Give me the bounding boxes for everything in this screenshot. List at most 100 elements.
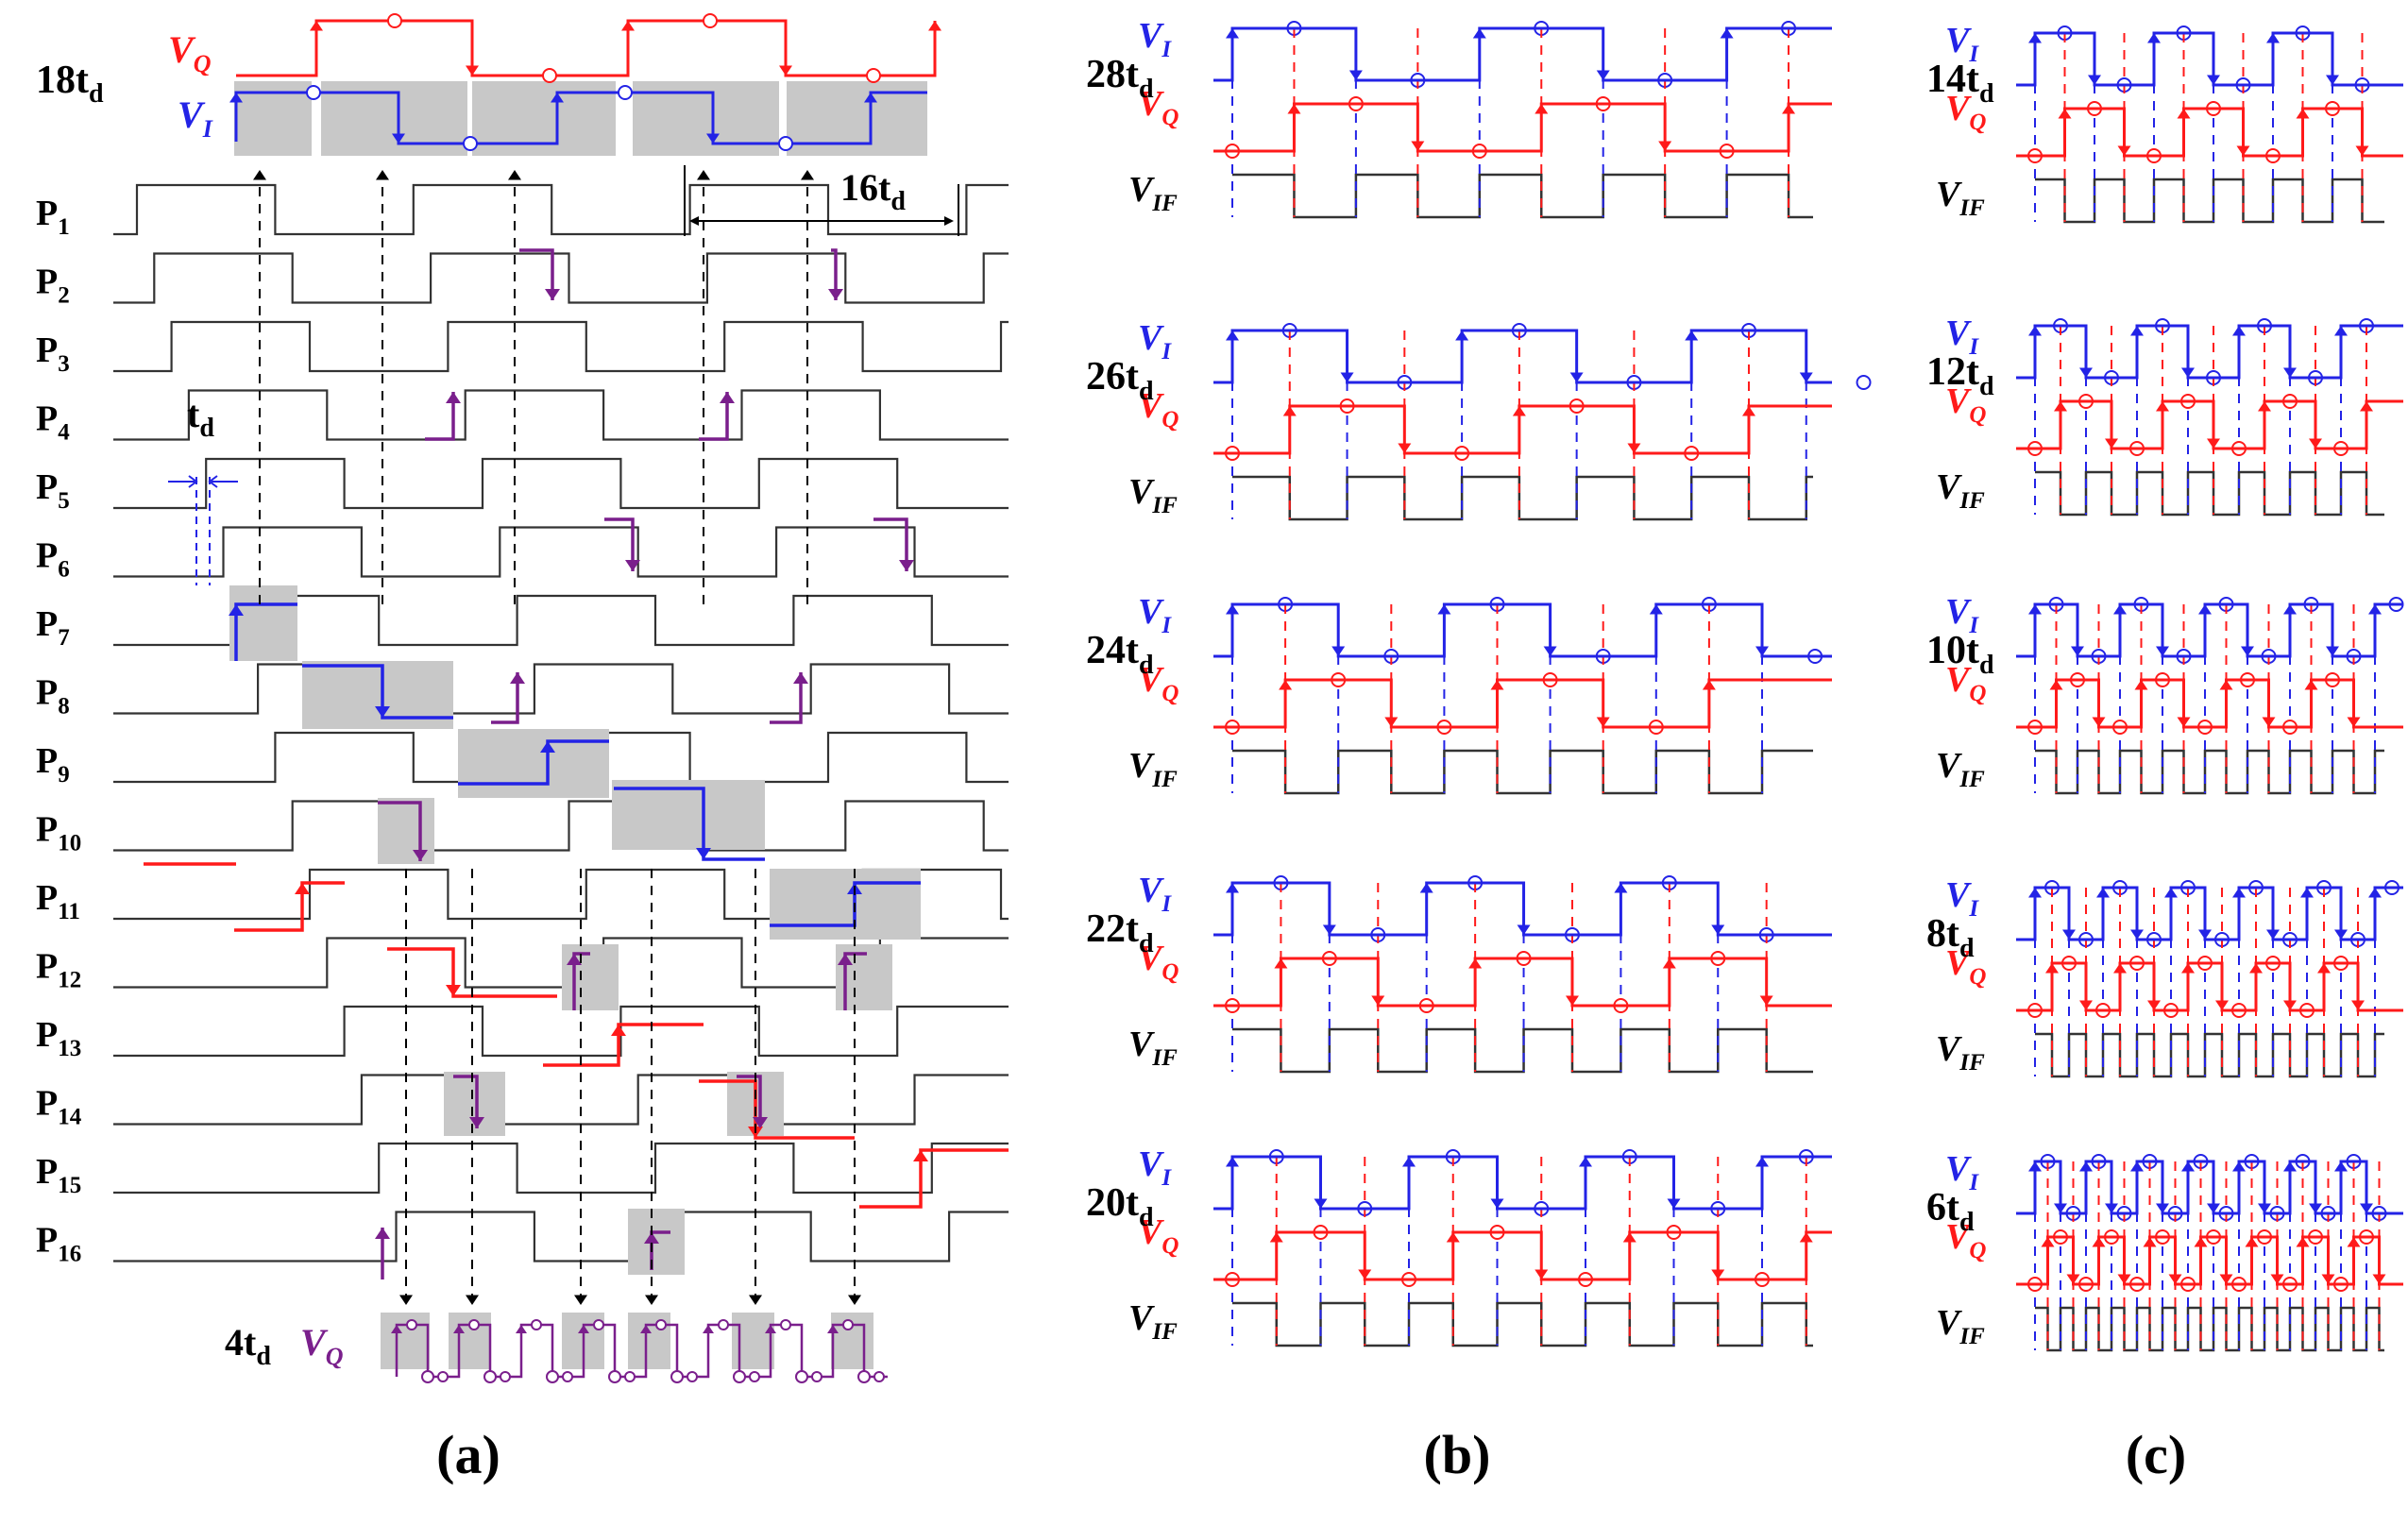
phase-label-3: P3	[36, 330, 70, 377]
highlight-seg-11	[859, 1148, 1009, 1209]
panel-a-phase-waves	[113, 183, 1009, 1262]
panel-a-vq-label: VQ	[168, 28, 212, 77]
bottom-circle-8	[608, 1370, 621, 1383]
highlight-seg-23	[453, 1075, 479, 1128]
bottom-circle-14	[795, 1370, 808, 1383]
phase-label-8: P8	[36, 673, 70, 720]
panel-c-vif-wave-1	[2035, 178, 2384, 224]
panel-b-vif-wave-5	[1232, 1301, 1813, 1347]
phase-label-15: P15	[36, 1152, 81, 1198]
panel-b-vi-wave-2	[1213, 329, 1832, 384]
top-vi-arrow-2	[392, 133, 405, 144]
highlight-arrow-24	[644, 1232, 659, 1244]
bottom-circle-b-5	[531, 1319, 542, 1330]
bottom-arrow-1	[391, 1325, 402, 1333]
phase-label-1: P1	[36, 194, 70, 240]
highlight-arrow-14	[720, 392, 735, 403]
dash-down-head-4	[645, 1295, 658, 1305]
panel-b-vi-label-2: VI	[1138, 318, 1172, 364]
dash-down-head-1	[399, 1295, 413, 1305]
bottom-circle-b-11	[718, 1319, 729, 1330]
phase-label-10: P10	[36, 810, 81, 856]
highlight-arrow-13	[446, 392, 461, 403]
top-vq-circle-3	[703, 13, 718, 28]
panel-b-period-label-5: 20td	[1086, 1181, 1154, 1232]
phase-wave-6	[113, 526, 1009, 578]
bottom-shade-box-2	[449, 1313, 491, 1369]
panel-b-vq-label-3: VQ	[1138, 660, 1179, 706]
highlight-seg-4	[614, 787, 765, 861]
bottom-arrow-9	[640, 1325, 652, 1333]
highlight-seg-2	[302, 664, 453, 720]
panel-b-caption: (b)	[1424, 1424, 1491, 1485]
panel-b-vq-wave-5	[1213, 1230, 1832, 1281]
period-label: 16td	[840, 166, 906, 216]
dash-down-head-6	[848, 1295, 861, 1305]
bottom-circle-b-2	[437, 1371, 449, 1382]
phase-label-5: P5	[36, 467, 70, 514]
highlight-arrow-8	[611, 1025, 626, 1036]
highlight-seg-3	[458, 739, 609, 786]
panel-c-vq-label-3: VQ	[1945, 660, 1986, 706]
top-vi-circle-3	[618, 85, 633, 100]
bottom-arrow-7	[578, 1325, 589, 1333]
panel-b-vif-label-3: VIF	[1128, 746, 1178, 792]
highlight-seg-12	[519, 248, 554, 300]
phase-shade-box-4	[612, 780, 765, 850]
bottom-circle-b-15	[842, 1319, 854, 1330]
bottom-circle-b-9	[655, 1319, 667, 1330]
panel-b-vq-label-5: VQ	[1138, 1212, 1179, 1259]
panel-c-vq-wave-4	[2016, 961, 2403, 1012]
panel-b-vi-label-5: VI	[1138, 1144, 1172, 1191]
panel-c-caption: (c)	[2126, 1424, 2186, 1485]
phase-wave-13	[113, 1005, 1009, 1058]
panel-b-vif-label-2: VIF	[1128, 472, 1178, 518]
panel-a-vi-label: VI	[178, 93, 213, 143]
bottom-circle-b-10	[687, 1371, 698, 1382]
phase-wave-9	[113, 731, 1009, 784]
highlight-arrow-4	[696, 848, 711, 859]
panel-b-vif-wave-1	[1232, 173, 1813, 219]
panel-c-vq-label-4: VQ	[1945, 943, 1986, 990]
panel-b-vif-wave-4	[1232, 1027, 1813, 1074]
panel-a-highlights	[144, 248, 1009, 1279]
bottom-shade-box-6	[831, 1313, 873, 1369]
highlight-seg-9	[543, 1023, 704, 1067]
highlight-arrow-10	[913, 1150, 928, 1161]
phase-label-13: P13	[36, 1015, 81, 1061]
panel-c-vif-wave-2	[2035, 470, 2384, 517]
panel-b-vi-circle-2-5	[1856, 375, 1872, 390]
top-vq-circle-1	[387, 13, 402, 28]
highlight-arrow-2	[375, 706, 390, 718]
bottom-shade-box-1	[381, 1313, 430, 1369]
panel-b-vi-label-4: VI	[1138, 871, 1172, 917]
highlight-seg-20	[378, 801, 422, 861]
highlight-arrow-22	[469, 1117, 484, 1128]
bottom-circle-b-14	[811, 1371, 822, 1382]
top-vq-wave	[236, 19, 937, 77]
bottom-arrow-11	[703, 1325, 714, 1333]
highlight-seg-15	[699, 392, 729, 441]
dash-down-head-3	[574, 1295, 587, 1305]
panel-a-bottom-vq-label: VQ	[300, 1321, 344, 1370]
highlight-arrow-19	[413, 850, 428, 861]
highlight-seg-24	[737, 1075, 762, 1128]
highlight-arrow-6	[295, 883, 310, 894]
panel-c-vif-wave-5	[2035, 1306, 2384, 1352]
panel-b: (b) VIVQVIF28tdVIVQVIF26tdVIVQVIF24tdVIV…	[1086, 16, 1872, 1485]
bottom-circle-b-4	[500, 1371, 511, 1382]
phase-label-11: P11	[36, 878, 80, 924]
phase-shade-box-5	[770, 869, 921, 940]
panel-b-vq-wave-1	[1213, 102, 1832, 153]
bottom-circle-b-12	[749, 1371, 760, 1382]
panel-a-dashed-arrows	[253, 170, 861, 1305]
panel-c-vif-label-3: VIF	[1936, 746, 1985, 792]
panel-b-vq-wave-3	[1213, 678, 1832, 729]
panel-c-vi-label-4: VI	[1945, 875, 1979, 922]
panel-b-vi-wave-1	[1213, 26, 1832, 82]
